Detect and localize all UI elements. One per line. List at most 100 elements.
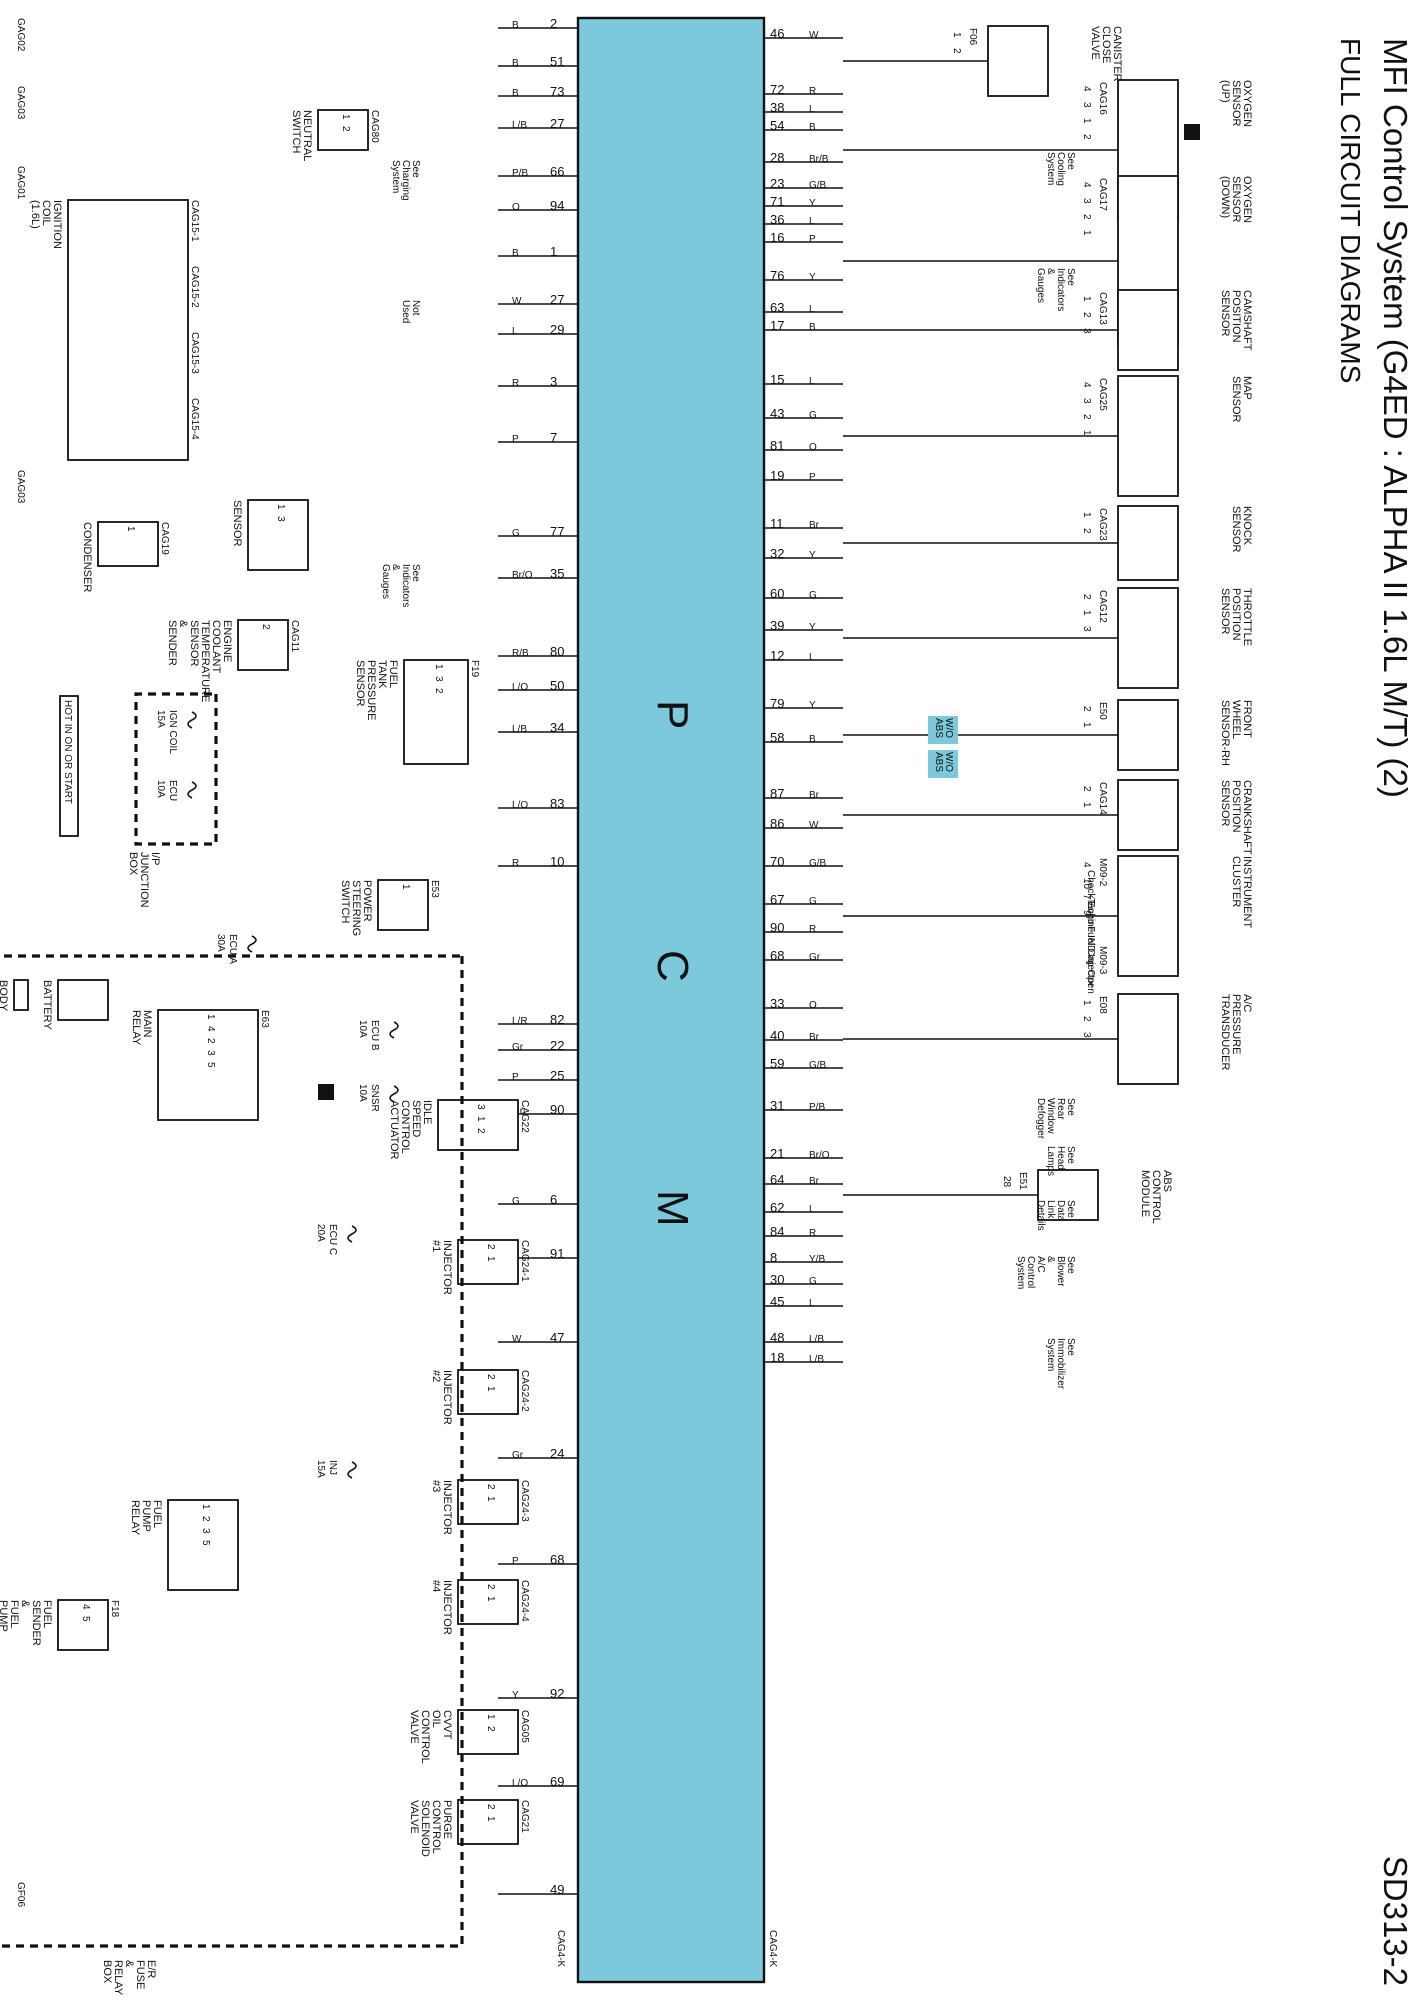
see-reference: Data (1055, 1200, 1066, 1222)
component-label: SENSOR (354, 660, 366, 707)
wire-color: O (809, 442, 817, 453)
component-label: POSITION (1230, 780, 1242, 833)
connector-pin: 7 (1081, 894, 1092, 900)
wire-color: Y (809, 550, 816, 561)
component-neutral-switch (317, 109, 369, 151)
see-reference: Blower (1055, 1256, 1066, 1287)
see-reference: Head (1055, 1146, 1066, 1170)
connector-pin: 2 (485, 1374, 496, 1380)
component-label: SWITCH (339, 880, 351, 923)
wire-color: L (809, 1204, 815, 1215)
pcm-letter-M: M (648, 1190, 697, 1227)
connector-pin: 1 (433, 664, 444, 670)
wire-color: G/B (809, 858, 827, 869)
wire-color: Br/B (809, 154, 829, 165)
wire-color: O (512, 202, 520, 213)
connector-pin: 2 (485, 1584, 496, 1590)
component-label: WHEEL (1230, 700, 1242, 739)
connector-pin: 4 (80, 1604, 91, 1610)
connector-id: F18 (109, 1600, 120, 1618)
connector-pin: 1 (400, 884, 411, 890)
component-label: SENSOR-RH (1219, 700, 1231, 766)
component-label: SENSOR (1219, 588, 1231, 635)
wire-color: Gr (809, 952, 821, 963)
component-camshaft-position-sensor (1117, 289, 1179, 371)
component-label: INSTRUMENT (1241, 856, 1253, 928)
component-label: KNOCK (1241, 506, 1253, 546)
abs-tag-label: ABS (933, 718, 944, 738)
see-reference: See (1065, 1098, 1076, 1116)
connector-id: CAG24-3 (519, 1480, 530, 1522)
connector-pin: 1 (475, 1116, 486, 1122)
component-label: SPEED (410, 1100, 422, 1137)
wire-color: P (512, 434, 519, 445)
fuse-name: ECU A (227, 934, 238, 964)
component-label: POWER (361, 880, 373, 922)
component-label: MODULE (1139, 1170, 1151, 1217)
cluster-label: Injector (1085, 954, 1096, 987)
component-label: #2 (430, 1370, 442, 1382)
fuse-rating: 20A (315, 1224, 326, 1242)
cluster-label: Fuel Cap Open (1085, 926, 1096, 994)
fuse-name: SNSR (369, 1084, 380, 1112)
component-label: BODY (0, 980, 9, 1012)
wire-color: B (809, 322, 816, 333)
wire-color: B (512, 58, 519, 69)
wire-color: O (809, 1000, 817, 1011)
see-reference: Immobilizer (1055, 1338, 1066, 1390)
ground-id-GAG02: GAG02 (15, 18, 26, 52)
connector-pin: 1 (485, 1816, 496, 1822)
connector-pin: 1 (1081, 430, 1092, 436)
connector-pin: 1 (125, 526, 136, 532)
component-label: PUMP (140, 1500, 152, 1532)
component-label: RELAY (129, 1500, 141, 1536)
pcm-bottom-pin-6: 6 (550, 1192, 557, 1207)
component-label: SENSOR (1219, 780, 1231, 827)
connector-pin: 2 (1081, 594, 1092, 600)
wire-color: P/B (809, 1102, 825, 1113)
fuse-name: ECU C (327, 1224, 338, 1255)
component-engine-coolant-temperature-sensor-sender (237, 619, 289, 671)
connector-id: CAG15-3 (189, 332, 200, 374)
component-label: BATTERY (41, 980, 53, 1030)
see-reference: Defogger (1035, 1098, 1046, 1140)
connector-pin: 3 (1081, 398, 1092, 404)
fuse-ign-coil (187, 711, 197, 729)
see-reference: & (1045, 268, 1056, 275)
component-label: FUEL (8, 1600, 20, 1628)
see-reference: Indicators (1055, 268, 1066, 311)
connector-id: E50 (1097, 702, 1108, 720)
component-label: PURGE (441, 1800, 453, 1839)
component-label: INJECTOR (441, 1240, 453, 1295)
see-reference: Control (1025, 1256, 1036, 1288)
component-label: COIL (40, 200, 52, 226)
wire-color: Y/B (809, 1254, 825, 1265)
connector-pin: 1 (485, 1256, 496, 1262)
wire-color: B (512, 88, 519, 99)
ip-junction-box (134, 692, 218, 846)
component-label: COOLANT (210, 620, 222, 673)
see-reference: System (390, 160, 401, 193)
component-label: FUEL (151, 1500, 163, 1528)
connector-pin: 2 (340, 126, 351, 132)
connector-pin: 4 (205, 1026, 216, 1032)
wire-color: Br (809, 1176, 820, 1187)
fuse-inj (347, 1461, 357, 1479)
component-label: SENSOR (188, 620, 200, 667)
fuse-rating: 10A (155, 780, 166, 798)
connector-id: CAG13 (1097, 292, 1108, 325)
wire-color: G (809, 590, 817, 601)
hot-label: HOT IN ON OR START (62, 700, 73, 804)
pcm-bottom-pin-1: 1 (550, 244, 557, 259)
connector-pin: 2 (1081, 786, 1092, 792)
connector-pin: 9 (1081, 910, 1092, 916)
connector-id: CAG16 (1097, 82, 1108, 115)
component-label: INJECTOR (441, 1370, 453, 1425)
see-reference: & (390, 564, 401, 571)
component-label: A/C (1241, 994, 1253, 1012)
connector-id: CAG14 (1097, 782, 1108, 815)
component-label: PUMP (0, 1600, 9, 1632)
component-label: TRANSDUCER (1219, 994, 1231, 1070)
component-label: CANISTER (1111, 26, 1123, 82)
